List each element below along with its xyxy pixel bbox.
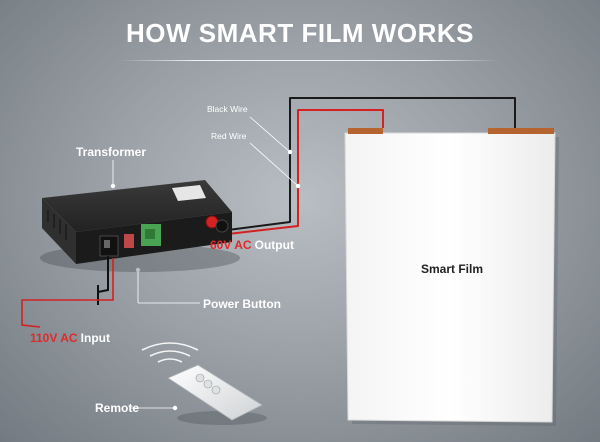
smart-film-panel <box>344 128 559 426</box>
page-title: HOW SMART FILM WORKS <box>126 18 474 48</box>
red-wire-label: Red Wire <box>211 131 247 141</box>
output-voltage: 60V AC <box>210 238 252 252</box>
remote-label: Remote <box>95 401 140 415</box>
film-left-busbar <box>348 128 383 134</box>
input-cable <box>21 256 114 328</box>
film-right-busbar <box>488 128 554 134</box>
film-wires <box>227 97 516 235</box>
power-button-switch <box>124 234 134 248</box>
transformer-box <box>40 180 240 272</box>
output-label: 60V AC Output <box>210 238 294 252</box>
smart-film-label: Smart Film <box>420 262 483 276</box>
red-wire <box>227 109 384 235</box>
transformer-label: Transformer <box>76 145 147 159</box>
input-voltage: 110V AC <box>30 331 78 345</box>
remote-control <box>141 342 267 425</box>
input-label: 110V AC Input <box>30 331 110 345</box>
black-wire-label: Black Wire <box>207 104 248 114</box>
leader-lines <box>110 116 301 411</box>
power-button-label: Power Button <box>203 297 281 311</box>
black-wire <box>227 97 516 231</box>
output-text: Output <box>254 238 294 252</box>
input-text: Input <box>80 331 110 345</box>
title-underline <box>120 60 500 61</box>
